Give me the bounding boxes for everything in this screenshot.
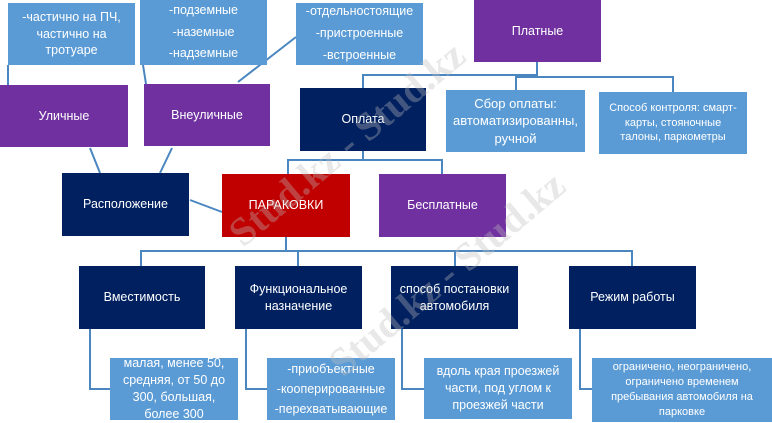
level-item: -наземные: [172, 24, 235, 39]
category-function: Функциональное назначение: [235, 266, 362, 329]
control-box: Способ контроля: смарт-карты, стояночные…: [599, 92, 747, 154]
offstreet-types-box: -отдельностоящие -пристроенные -встроенн…: [296, 3, 423, 65]
type-item: -пристроенные: [315, 26, 404, 41]
placement-detail: вдоль края проезжей части, под углом к п…: [424, 358, 572, 419]
category-capacity: Вместимость: [79, 266, 205, 329]
type-item: -отдельностоящие: [305, 4, 414, 19]
free-box: Бесплатные: [379, 174, 506, 237]
level-item: -подземные: [169, 2, 238, 17]
street-box: Уличные: [0, 85, 128, 147]
schedule-detail: ограничено, неограничено, ограничено вре…: [592, 358, 772, 422]
offstreet-box: Внеуличные: [144, 84, 270, 146]
payment-box: Оплата: [300, 88, 426, 151]
category-schedule: Режим работы: [569, 266, 696, 329]
root-parking-box: ПАРАКОВКИ: [222, 174, 350, 237]
type-item: -встроенные: [322, 47, 397, 62]
level-item: -надземные: [168, 46, 239, 61]
location-box: Расположение: [62, 173, 189, 236]
collection-box: Сбор оплаты: автоматизированны, ручной: [446, 90, 585, 152]
offstreet-levels-box: -подземные -наземные -надземные: [140, 0, 267, 65]
street-detail-box: -частично на ПЧ, частично на тротуаре: [8, 3, 135, 65]
capacity-detail: малая, менее 50, средняя, от 50 до 300, …: [110, 356, 238, 421]
category-placement: способ постановки автомобиля: [391, 266, 518, 329]
function-item: -приобъектные: [287, 362, 375, 376]
function-item: -кооперированные: [276, 382, 386, 396]
paid-box: Платные: [474, 0, 601, 62]
function-detail: -приобъектные -кооперированные -перехват…: [267, 358, 395, 420]
function-item: -перехватывающие: [274, 402, 388, 416]
